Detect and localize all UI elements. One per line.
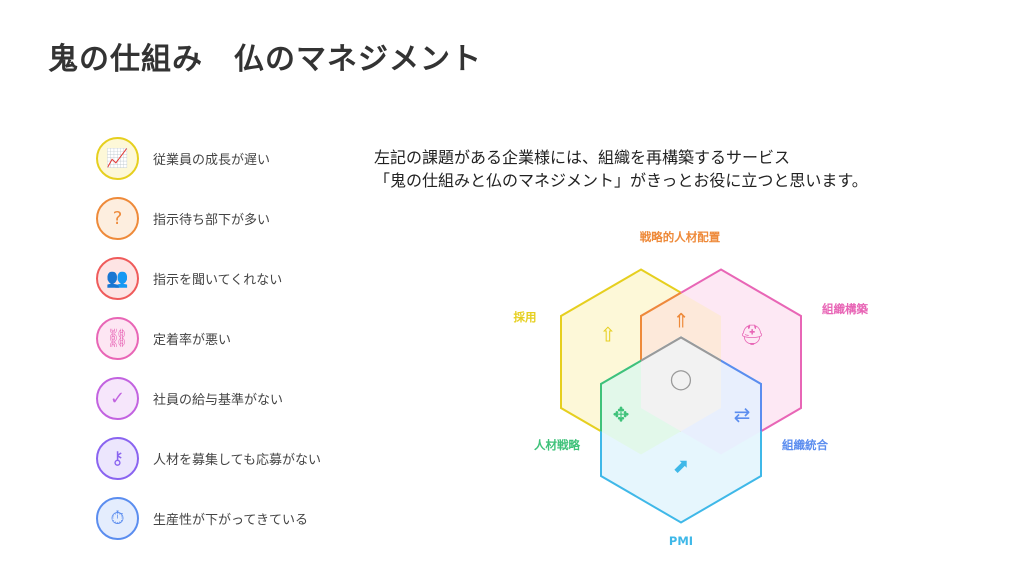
label-strategic-placement: 戦略的人材配置 bbox=[639, 230, 721, 244]
stopwatch-window-icon: ⏱ bbox=[96, 496, 139, 540]
user-check-icon: ✓ bbox=[96, 376, 139, 420]
issue-label: 指示を聞いてくれない bbox=[153, 272, 283, 288]
issue-item: 📈 従業員の成長が遅い bbox=[96, 136, 270, 180]
people-swap-icon: ⇄ bbox=[734, 403, 751, 427]
person-arrows-icon: ✥ bbox=[613, 403, 630, 427]
issue-label: 定着率が悪い bbox=[153, 332, 232, 348]
people-screen-icon: 👥 bbox=[96, 256, 139, 300]
service-description: 左記の課題がある企業様には、組織を再構築するサービス 「鬼の仕組みと仏のマネジメ… bbox=[374, 146, 868, 192]
issue-label: 生産性が下がってきている bbox=[153, 512, 308, 528]
broken-link-icon: ⛓ bbox=[96, 316, 139, 360]
label-org-building: 組織構築 bbox=[822, 302, 868, 316]
issue-item: ⛓ 定着率が悪い bbox=[96, 316, 231, 360]
shapes-person-icon: ◯ bbox=[670, 367, 692, 391]
description-line: 左記の課題がある企業様には、組織を再構築するサービス bbox=[374, 148, 791, 167]
issue-label: 指示待ち部下が多い bbox=[153, 212, 271, 228]
label-recruitment: 採用 bbox=[513, 310, 537, 324]
recruit-user-up-icon: ⇧ bbox=[600, 323, 617, 347]
tag-arrow-icon: ⬈ bbox=[673, 454, 690, 478]
issue-label: 社員の給与基準がない bbox=[153, 392, 284, 408]
overlap-center bbox=[641, 336, 721, 455]
hardhat-hierarchy-icon: ⛑ bbox=[739, 323, 764, 347]
label-pmi: PMI bbox=[668, 534, 694, 548]
issue-label: 人材を募集しても応募がない bbox=[153, 452, 321, 468]
description-line: 「鬼の仕組みと仏のマネジメント」がきっとお役に立つと思います。 bbox=[374, 171, 868, 190]
team-up-icon: ⇑ bbox=[673, 309, 690, 333]
person-key-icon: ⚷ bbox=[96, 436, 139, 480]
label-hr-strategy: 人材戦略 bbox=[534, 438, 580, 452]
question-bubble-icon: ? bbox=[96, 196, 139, 240]
presenter-icon: 📈 bbox=[96, 136, 139, 180]
issue-label: 従業員の成長が遅い bbox=[153, 152, 271, 168]
issue-item: ? 指示待ち部下が多い bbox=[96, 196, 270, 240]
issue-item: ⚷ 人材を募集しても応募がない bbox=[96, 436, 321, 480]
issue-item: ⏱ 生産性が下がってきている bbox=[96, 496, 308, 540]
page-title: 鬼の仕組み 仏のマネジメント bbox=[48, 42, 482, 77]
icons: ⇧ ⇑ ⛑ ◯ ✥ ⇄ ⬈ bbox=[600, 309, 765, 478]
issue-item: 👥 指示を聞いてくれない bbox=[96, 256, 282, 300]
label-org-integration: 組織統合 bbox=[782, 438, 828, 452]
issue-item: ✓ 社員の給与基準がない bbox=[96, 376, 283, 420]
